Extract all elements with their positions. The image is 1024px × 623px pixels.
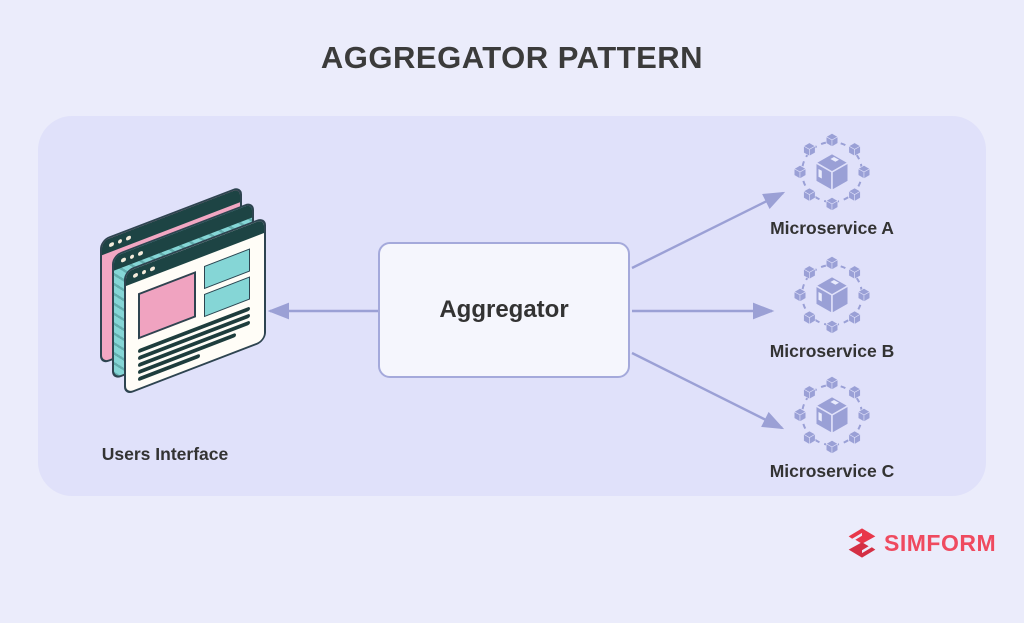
- microservice-a-icon: [786, 126, 878, 218]
- aggregator-node: Aggregator: [378, 242, 630, 378]
- window-dot-icon: [150, 265, 155, 273]
- window-dot-icon: [126, 235, 131, 242]
- microservice-c-label: Microservice C: [769, 461, 895, 481]
- microservice-a-label: Microservice A: [770, 218, 894, 238]
- window-dot-icon: [129, 253, 134, 260]
- simform-logo: SIMFORM: [846, 527, 996, 559]
- aggregator-label: Aggregator: [439, 296, 569, 323]
- page-title: AGGREGATOR PATTERN: [320, 40, 704, 75]
- simform-logo-text: SIMFORM: [884, 529, 997, 556]
- window-dot-icon: [133, 272, 138, 279]
- window-dot-icon: [109, 241, 114, 248]
- simform-logo-icon: [848, 528, 876, 558]
- microservice-c-icon: [786, 369, 878, 461]
- users-interface-label: Users Interface: [101, 444, 229, 464]
- window-dot-icon: [138, 250, 143, 257]
- microservice-b-label: Microservice B: [769, 341, 895, 361]
- window-dot-icon: [141, 269, 146, 276]
- microservice-b-icon: [786, 249, 878, 341]
- window-dot-icon: [117, 238, 122, 245]
- window-dot-icon: [121, 256, 126, 264]
